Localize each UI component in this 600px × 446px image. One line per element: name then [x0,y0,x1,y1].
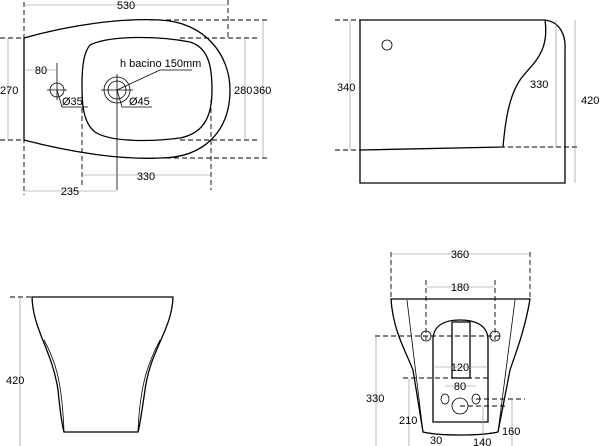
dim-front-height: 420 [6,375,24,387]
front-view: 420 [6,296,174,446]
basin-outline [81,36,213,142]
dim-floor-height: 210 [399,415,417,427]
dim-basin-width: 280 [234,85,252,97]
inlet-hole-left [440,393,450,405]
tap-hole-side [381,39,393,51]
top-view: 530 270 80 Ø35 Ø45 h bacino 150mm 280 36… [0,0,271,198]
dim-basin-height: 330 [530,79,548,91]
label-drain: Ø45 [129,96,150,108]
dim-total-height: 420 [581,95,599,107]
bidet-outline-side [359,19,566,184]
back-view: 360 180 330 120 80 210 30 140 160 [366,249,531,446]
dim-fixing-spacing: 180 [451,282,469,294]
dim-drain-height: 160 [502,426,520,438]
dim-width: 530 [117,0,135,12]
dim-inlet-width: 120 [451,362,469,374]
dim-inlet-spacing: 80 [454,381,466,393]
dim-total-width: 360 [253,85,271,97]
dim-back-width: 360 [451,249,469,261]
dim-height-left: 270 [0,85,18,97]
dim-hole-offset: 80 [35,65,47,77]
dim-basin-length: 330 [137,171,155,183]
bidet-outline-top [23,19,231,159]
label-hole-small: Ø35 [62,96,83,108]
dim-fixing-height: 330 [366,393,384,405]
dim-drain-offset: 235 [61,186,79,198]
side-view: 340 330 420 [335,19,599,184]
bidet-outline-back [390,298,531,436]
label-basin-depth: h bacino 150mm [120,58,201,70]
dim-rim-height: 340 [337,82,355,94]
dim-drain-width: 140 [473,437,491,446]
dim-drain-offset: 30 [430,435,442,446]
bidet-outline-front [31,296,174,433]
